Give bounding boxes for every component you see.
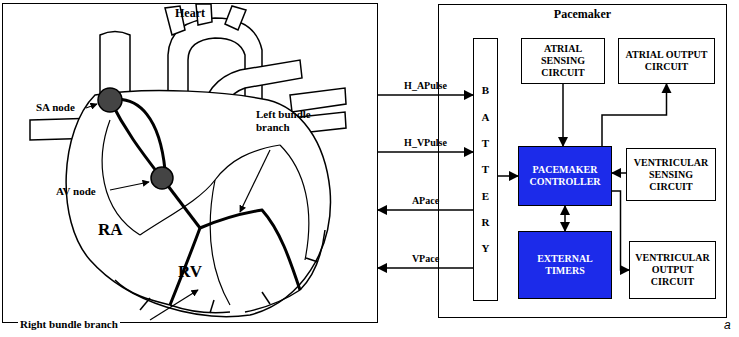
signal-name: VPace: [380, 253, 471, 264]
box-label: ATRIAL OUTPUT CIRCUIT: [619, 47, 714, 75]
circuit-box: ATRIAL SENSING CIRCUIT: [521, 38, 605, 84]
signal-arrow: [602, 84, 667, 146]
circuit-box: VENTRICULAR OUTPUT CIRCUIT: [629, 241, 716, 299]
battery-box: BATTERY: [473, 38, 498, 301]
box-label: PACEMAKER CONTROLLER: [519, 162, 611, 190]
circuit-box: ATRIAL OUTPUT CIRCUIT: [618, 38, 715, 84]
box-label: BATTERY: [480, 77, 491, 262]
part-label: RA: [98, 220, 123, 240]
box-label: VENTRICULAR OUTPUT CIRCUIT: [630, 250, 715, 290]
circuit-box: VENTRICULAR SENSING CIRCUIT: [626, 148, 716, 201]
signal-arrow: [378, 151, 473, 153]
part-label: RV: [178, 262, 202, 282]
signal-name: H_APulse: [380, 80, 471, 91]
signal-arrow: [378, 209, 473, 211]
signal-name: H_VPulse: [380, 137, 471, 148]
signal-name: APace: [380, 195, 471, 206]
timer-box: EXTERNAL TIMERS: [518, 231, 612, 299]
signal-arrow: [498, 175, 518, 177]
signal-arrow: [564, 206, 566, 231]
signal-arrow: [378, 94, 473, 96]
box-label: EXTERNAL TIMERS: [519, 251, 611, 279]
signal-arrow: [612, 172, 626, 174]
signal-arrow: [562, 84, 564, 146]
part-label: Left bundle branch: [256, 108, 318, 133]
box-label: ATRIAL SENSING CIRCUIT: [522, 41, 604, 81]
controller-box: PACEMAKER CONTROLLER: [518, 146, 612, 206]
panel-title: Heart: [3, 6, 377, 21]
pacemaker-panel: PacemakerBATTERY ATRIAL SENSING CIRCUIT AT…: [438, 4, 727, 318]
signal-arrow: [612, 191, 629, 270]
part-label: AV node: [56, 185, 96, 198]
box-label: VENTRICULAR SENSING CIRCUIT: [627, 155, 715, 195]
panel-title: Pacemaker: [439, 7, 726, 22]
part-label: SA node: [36, 101, 75, 114]
signal-arrow: [378, 267, 473, 269]
figure-letter: a: [724, 319, 731, 333]
part-label: Right bundle branch: [18, 318, 120, 331]
